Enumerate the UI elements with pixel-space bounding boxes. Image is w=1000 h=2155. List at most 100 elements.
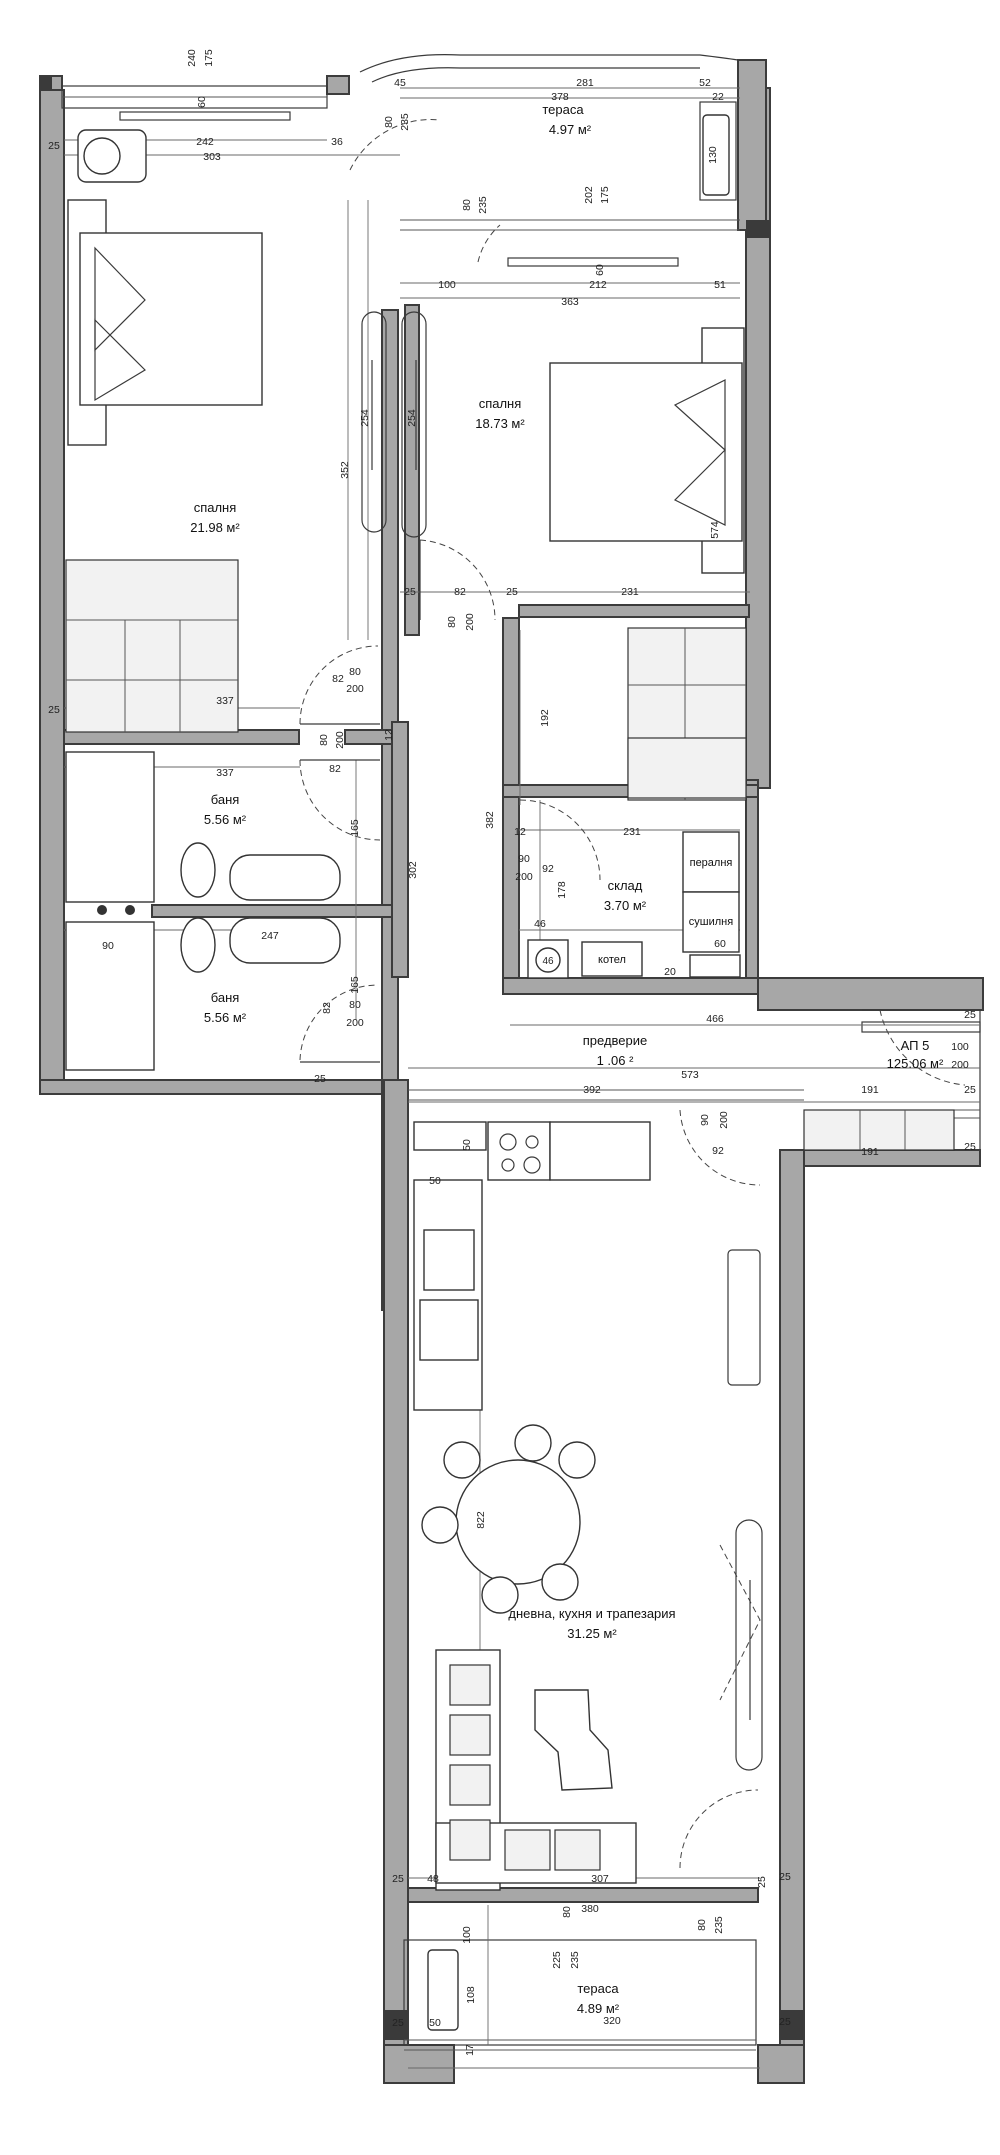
dim-label: 378 (551, 91, 569, 103)
door-swing (679, 1109, 761, 1186)
chair (421, 1506, 459, 1544)
dim-label: 90 (518, 853, 530, 865)
dim-label: 178 (556, 881, 568, 899)
door-swing (719, 1544, 761, 1701)
dim-label: 48 (427, 1873, 439, 1885)
pillow (673, 379, 726, 452)
dim-label: 25 (314, 1073, 326, 1085)
dim-label: 25 (964, 1084, 976, 1096)
kitchen-counter (413, 1179, 483, 1411)
wall-living-bottom (407, 1887, 759, 1903)
room-area-living: 31.25 м² (567, 1626, 617, 1641)
wall-segment (326, 75, 350, 95)
dim-label: 573 (681, 1069, 699, 1081)
dim-label: 80 (446, 616, 458, 628)
dim-label: 242 (196, 136, 214, 148)
room-area-bath-upper: 5.56 м² (204, 812, 247, 827)
dimension-labels: 240 175 60 45 281 378 52 22 25 242 36 30… (48, 49, 976, 2056)
dim-label: 51 (714, 279, 726, 291)
dim-label: 191 (861, 1084, 879, 1096)
dim-label: 50 (429, 2017, 441, 2029)
dim-label: 108 (465, 1986, 477, 2004)
dim-label: 20 (664, 966, 676, 978)
dim-label: 82 (454, 586, 466, 598)
wall-living-right (779, 1149, 805, 2081)
door-swings (299, 119, 966, 1869)
sliding-panels (361, 311, 763, 1771)
door-swing (419, 539, 496, 621)
label-boiler-tank: 46 (542, 956, 554, 967)
dim-label: 302 (407, 861, 419, 879)
dim-label: 100 (951, 1041, 969, 1053)
dim-label: 100 (438, 279, 456, 291)
wall-bottom-left (39, 1079, 391, 1095)
dim-label: 82 (329, 763, 341, 775)
terrace-unit (702, 114, 730, 196)
dim-label: 363 (561, 296, 579, 308)
dim-label: 82 (321, 1002, 333, 1014)
dim-label: 80 (349, 999, 361, 1011)
dim-label: 50 (461, 1139, 473, 1151)
label-dryer: сушилня (689, 916, 733, 928)
chair (558, 1441, 596, 1479)
dim-label: 337 (216, 767, 234, 779)
room-area-bedroom-left: 21.98 м² (190, 520, 240, 535)
dim-label: 60 (594, 264, 606, 276)
dim-label: 12 (383, 729, 395, 741)
door-swing (299, 984, 379, 1061)
door-swing (679, 1789, 759, 1869)
dim-label: 175 (599, 186, 611, 204)
dim-label: 165 (349, 819, 361, 837)
dim-label: 90 (102, 940, 114, 952)
wall-hall-lower (779, 1149, 981, 1167)
dim-label: 382 (484, 811, 496, 829)
door-swing (299, 645, 379, 725)
dim-label: 80 (349, 666, 361, 678)
door-swing (879, 1009, 966, 1086)
dim-label: 82 (332, 673, 344, 685)
room-name-living: дневна, кухня и трапезария (508, 1606, 675, 1621)
dim-label: 281 (576, 77, 594, 89)
door-swing (349, 119, 441, 171)
dim-label: 25 (964, 1009, 976, 1021)
dim-label: 60 (714, 938, 726, 950)
dim-label: 200 (334, 731, 346, 749)
room-name-terrace-top: тераса (542, 102, 584, 117)
door-swing (477, 224, 501, 263)
room-area-terrace-top: 4.97 м² (549, 122, 592, 137)
bed-left (79, 232, 263, 406)
kitchen-sink (423, 1229, 475, 1291)
pillow (673, 448, 726, 526)
kitchen-cabinet (413, 1121, 487, 1151)
wall-cap (746, 220, 770, 238)
dim-label: 200 (515, 871, 533, 883)
apartment-name: АП 5 (901, 1038, 930, 1053)
chair (443, 1441, 481, 1479)
dim-label: 822 (475, 1511, 487, 1529)
room-labels: спалня 21.98 м² спалня 18.73 м² тераса 4… (190, 102, 944, 2016)
walls (39, 59, 984, 2084)
room-name-bath-lower: баня (211, 990, 240, 1005)
dim-label: 25 (779, 1871, 791, 1883)
dim-label: 90 (699, 1114, 711, 1126)
dim-label: 303 (203, 151, 221, 163)
room-name-bedroom-left: спалня (194, 500, 237, 515)
toilet (180, 842, 216, 898)
armchair-seat (83, 137, 121, 175)
dim-label: 25 (48, 140, 60, 152)
dim-label: 25 (392, 2017, 404, 2029)
door-swing (299, 759, 381, 841)
wall-terrace-right (737, 59, 767, 231)
bed-right (549, 362, 743, 542)
dim-label: 202 (583, 186, 595, 204)
room-area-hall: 1 .06 ² (597, 1053, 635, 1068)
dim-label: 235 (713, 1916, 725, 1934)
label-boiler: котел (598, 954, 626, 966)
dim-label: 92 (712, 1145, 724, 1157)
dim-label: 200 (464, 613, 476, 631)
dim-label: 254 (359, 409, 371, 427)
wall-terrace-bottom-left (383, 2044, 455, 2084)
room-area-bath-lower: 5.56 м² (204, 1010, 247, 1025)
stove (487, 1121, 551, 1181)
